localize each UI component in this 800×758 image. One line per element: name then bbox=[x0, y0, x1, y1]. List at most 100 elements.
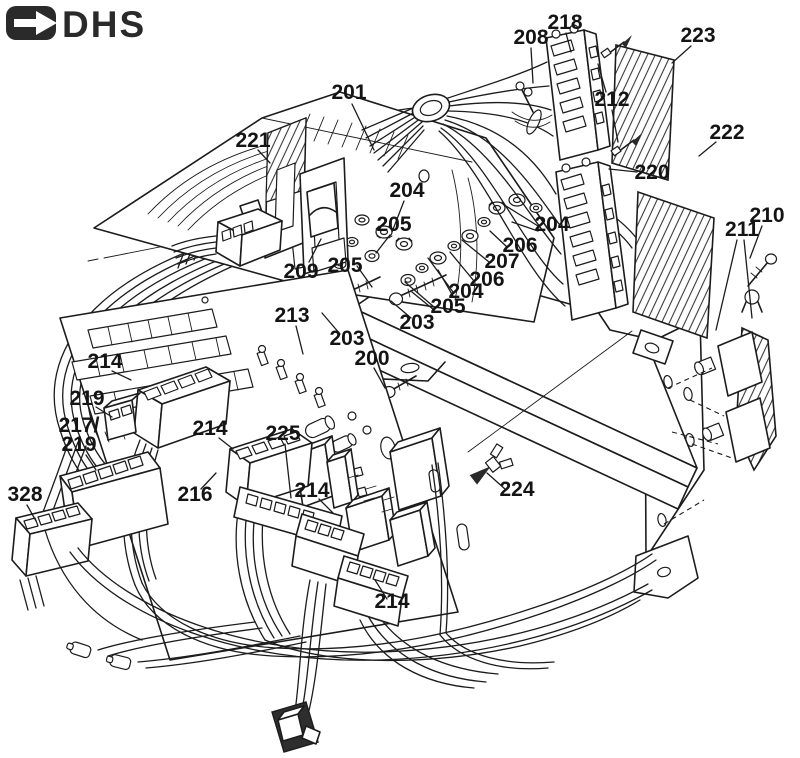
leader-line bbox=[411, 291, 435, 311]
nut bbox=[461, 229, 479, 243]
washer bbox=[415, 262, 429, 274]
fastener-224 bbox=[469, 443, 514, 485]
part-label-208: 208 bbox=[513, 26, 548, 49]
nut bbox=[429, 251, 447, 265]
part-label-200: 200 bbox=[354, 347, 389, 370]
part-label-218: 218 bbox=[547, 11, 582, 34]
part-label-205: 205 bbox=[430, 295, 465, 318]
leader-line bbox=[373, 367, 386, 389]
wire-bundle-top bbox=[361, 61, 641, 307]
leader-line bbox=[257, 149, 271, 164]
leader-line bbox=[356, 265, 373, 288]
cable-tie-208 bbox=[511, 81, 553, 135]
leader-line bbox=[511, 221, 539, 232]
screw-210 bbox=[747, 253, 778, 287]
part-label-211: 211 bbox=[725, 218, 759, 241]
insulator-panel-222 bbox=[632, 190, 715, 340]
fuse-block-220 bbox=[555, 157, 629, 321]
part-label-204: 204 bbox=[534, 213, 569, 236]
leader-line bbox=[449, 251, 475, 282]
part-label-217-219: 217/219 bbox=[59, 414, 100, 456]
part-label-222: 222 bbox=[709, 121, 744, 144]
nut bbox=[488, 201, 506, 215]
leader-line bbox=[295, 325, 304, 355]
leader-lines bbox=[26, 32, 763, 600]
leader-line bbox=[390, 300, 412, 319]
part-label-207: 207 bbox=[484, 250, 519, 273]
part-label-203: 203 bbox=[399, 311, 434, 334]
washer bbox=[354, 214, 370, 226]
leader-line bbox=[351, 103, 375, 151]
fuse-block-218 bbox=[545, 24, 611, 161]
connector-214 bbox=[122, 366, 231, 586]
part-label-206: 206 bbox=[502, 234, 537, 257]
leader-line bbox=[321, 312, 341, 335]
dhs-logo-arrow-icon bbox=[14, 11, 57, 35]
connector-4pin bbox=[171, 199, 283, 267]
leader-line bbox=[374, 579, 388, 600]
part-label-209: 209 bbox=[283, 260, 318, 283]
washer bbox=[447, 240, 461, 252]
leader-line bbox=[530, 47, 534, 84]
wire-terminal bbox=[66, 641, 92, 659]
leader-line bbox=[85, 454, 97, 471]
leader-line bbox=[391, 200, 405, 233]
wire-harness-bottom bbox=[44, 529, 657, 753]
connector-328 bbox=[11, 502, 93, 611]
insulator-panel-223 bbox=[611, 43, 675, 182]
washer bbox=[529, 202, 543, 214]
part-label-328: 328 bbox=[7, 483, 42, 506]
leader-line bbox=[461, 239, 490, 263]
leader-line bbox=[95, 406, 113, 418]
fastener-hardware bbox=[333, 193, 543, 287]
part-label-203: 203 bbox=[329, 327, 364, 350]
dhs-logo: DHS bbox=[6, 4, 146, 45]
part-label-205: 205 bbox=[376, 213, 411, 236]
part-label-205: 205 bbox=[327, 254, 362, 277]
part-label-214: 214 bbox=[192, 417, 227, 440]
part-label-204: 204 bbox=[389, 179, 424, 202]
part-label-225: 225 bbox=[265, 422, 300, 445]
pcb-components bbox=[256, 344, 470, 636]
part-label-221: 221 bbox=[235, 129, 270, 152]
pin-212 bbox=[610, 133, 642, 157]
connector-214 bbox=[291, 513, 365, 723]
leader-line bbox=[611, 109, 619, 143]
part-label-224: 224 bbox=[499, 478, 534, 501]
leader-line bbox=[375, 234, 391, 254]
logo-text: DHS bbox=[62, 4, 146, 45]
leader-line bbox=[308, 238, 322, 263]
part-label-214: 214 bbox=[87, 350, 122, 373]
connector-214 bbox=[333, 555, 499, 689]
leader-line bbox=[218, 437, 234, 450]
part-label-206: 206 bbox=[469, 268, 504, 291]
part-label-219: 219 bbox=[69, 387, 104, 410]
nut bbox=[508, 193, 526, 207]
connector-bracket-211 bbox=[663, 289, 777, 525]
leader-line bbox=[284, 443, 292, 499]
leader-line bbox=[200, 472, 217, 490]
washer bbox=[477, 216, 491, 228]
nut bbox=[395, 237, 413, 251]
leader-line bbox=[565, 32, 572, 53]
leader-line bbox=[26, 504, 37, 522]
leader-line bbox=[671, 45, 692, 64]
leader-line bbox=[489, 230, 508, 248]
leader-line bbox=[698, 141, 717, 157]
leader-line bbox=[486, 472, 506, 490]
leader-line bbox=[505, 205, 539, 227]
part-label-212: 212 bbox=[594, 88, 629, 111]
wire-terminal bbox=[105, 654, 132, 671]
part-label-216: 216 bbox=[177, 483, 212, 506]
leader-line bbox=[715, 239, 738, 331]
connector-small-bottom bbox=[271, 701, 321, 753]
leader-line bbox=[404, 281, 435, 308]
leader-line bbox=[743, 239, 753, 319]
part-label-214: 214 bbox=[294, 479, 329, 502]
leader-line bbox=[597, 63, 607, 93]
connector-219 bbox=[103, 392, 141, 441]
rocker-switch-209 bbox=[299, 157, 349, 275]
part-label-220: 220 bbox=[634, 161, 669, 184]
